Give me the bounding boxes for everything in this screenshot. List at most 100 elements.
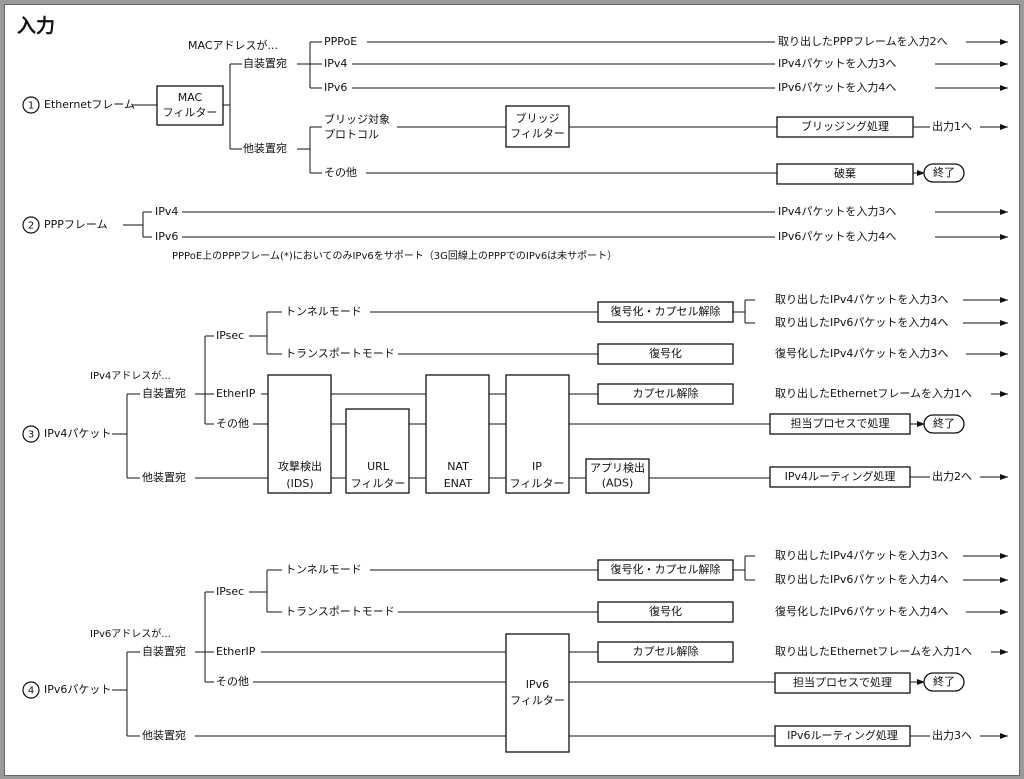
label-note: PPPoE上のPPPフレーム(*)においてのみIPv6をサポート（3G回線上のP…: [172, 249, 617, 262]
decrypt-decap-box-v6: [597, 559, 734, 581]
routing-box-v6: [774, 725, 911, 747]
label-bridge-filter-1: ブリッジ: [516, 111, 560, 125]
ads-box: [585, 458, 650, 494]
label-s3: IPv4パケット: [44, 427, 111, 440]
label-out-t6-3: 取り出したIPv6パケットを入力4へ: [775, 315, 948, 329]
label-dec-3: 復号化: [649, 346, 682, 360]
label-out-tr-3: 復号化したIPv4パケットを入力3へ: [775, 346, 948, 360]
label-decap-4: カプセル解除: [633, 644, 699, 658]
label-s4-addr: IPv6アドレスが...: [90, 627, 171, 640]
label-routing6: IPv6ルーティング処理: [787, 728, 898, 742]
label-decap-dec-4: 復号化・カプセル解除: [611, 562, 721, 576]
label-jisou-4: 自装置宛: [142, 644, 186, 658]
label-sonota-1: その他: [324, 166, 357, 179]
label-transport-4: トランスポートモード: [285, 605, 395, 618]
end-terminal-26: [923, 163, 965, 183]
label-out2: 出力2へ: [932, 469, 972, 483]
label-jisou-3: 自装置宛: [142, 386, 186, 400]
label-ipv6f-1: IPv6: [526, 678, 549, 691]
ids-box: [267, 374, 332, 494]
label-out-pppoe: 取り出したPPPフレームを入力2へ: [778, 34, 948, 48]
label-ipf-2: フィルター: [510, 477, 565, 490]
label-etherip-4: EtherIP: [216, 645, 256, 658]
label-ipv6-a: IPv6: [324, 81, 347, 94]
label-out-t6-4: 取り出したIPv6パケットを入力4へ: [775, 572, 948, 586]
bridging-process-box: [776, 116, 914, 138]
discard-box: [776, 163, 914, 185]
label-tantou-4: 担当プロセスで処理: [793, 675, 892, 689]
label-ids-2: (IDS): [286, 477, 313, 490]
label-s4: IPv6パケット: [44, 683, 111, 696]
label-tasou-4: 他装置宛: [142, 728, 186, 742]
label-url-2: フィルター: [351, 477, 406, 490]
label-transport-3: トランスポートモード: [285, 347, 395, 360]
label-bridge-filter-2: フィルター: [510, 127, 565, 140]
label-bridging: ブリッジング処理: [801, 119, 889, 133]
ip-filter-box: [505, 374, 570, 494]
label-out-t4-3: 取り出したIPv4パケットを入力3へ: [775, 292, 948, 306]
label-ipv4-b: IPv4: [155, 205, 178, 218]
label-decap-3: カプセル解除: [633, 386, 699, 400]
decap-box-v6: [597, 641, 734, 663]
label-jisou-1: 自装置宛: [243, 56, 287, 70]
routing-box-v4: [769, 466, 911, 488]
label-end: 終了: [933, 416, 955, 430]
label-sonota-4: その他: [216, 675, 249, 688]
label-end: 終了: [933, 165, 955, 179]
process-box-v6: [774, 672, 911, 694]
label-tunnel-3: トンネルモード: [285, 305, 362, 318]
label-n3: 3: [28, 430, 34, 441]
section-number-1-circle: [22, 96, 40, 114]
label-sonota-3: その他: [216, 417, 249, 430]
label-ipsec-3: IPsec: [216, 329, 244, 342]
label-bridge-target-2: プロトコル: [324, 128, 379, 141]
label-out-eth-4: 取り出したEthernetフレームを入力1へ: [775, 644, 972, 658]
label-ads-1: アプリ検出: [590, 461, 645, 475]
label-ads-2: (ADS): [602, 477, 634, 490]
section-number-3-circle: [22, 425, 40, 443]
label-out-ipv6-b: IPv6パケットを入力4へ: [778, 230, 896, 243]
label-end: 終了: [933, 674, 955, 688]
decrypt-box-v4: [597, 343, 734, 365]
label-n1: 1: [28, 101, 34, 112]
label-etherip-3: EtherIP: [216, 387, 256, 400]
label-s3-addr: IPv4アドレスが...: [90, 369, 171, 382]
label-haiki: 破棄: [834, 166, 856, 180]
label-bridge-target-1: ブリッジ対象: [324, 112, 390, 126]
label-n2: 2: [28, 221, 34, 232]
label-ipf-1: IP: [532, 460, 542, 473]
label-nat-2: ENAT: [444, 477, 473, 490]
decap-box-v4: [597, 383, 734, 405]
label-ipv6-b: IPv6: [155, 230, 178, 243]
end-terminal-61: [923, 414, 965, 434]
label-s1-mac: MACアドレスが...: [188, 38, 278, 52]
decrypt-decap-box-v4: [597, 301, 734, 323]
label-out-tr-4: 復号化したIPv6パケットを入力4へ: [775, 604, 948, 618]
label-url-1: URL: [367, 460, 390, 473]
label-out3: 出力3へ: [932, 728, 972, 742]
decrypt-box-v6: [597, 601, 734, 623]
label-ipsec-4: IPsec: [216, 585, 244, 598]
label-decap-dec-3: 復号化・カプセル解除: [611, 304, 721, 318]
label-n4: 4: [28, 686, 34, 697]
label-out-ipv4-a: IPv4パケットを入力3へ: [778, 57, 896, 70]
label-s2: PPPフレーム: [44, 218, 108, 231]
diagram-title: 入力: [17, 15, 56, 37]
label-mac-filter-1: MAC: [178, 91, 203, 104]
label-routing4: IPv4ルーティング処理: [785, 469, 896, 483]
label-tantou-3: 担当プロセスで処理: [791, 416, 890, 430]
label-out1: 出力1へ: [932, 119, 972, 133]
nat-box: [425, 374, 490, 494]
label-ipv4-a: IPv4: [324, 57, 347, 70]
label-ipv6f-2: フィルター: [510, 694, 565, 707]
process-box-v4: [769, 413, 911, 435]
bridge-filter-box: [505, 105, 570, 148]
label-mac-filter-2: フィルター: [163, 106, 218, 119]
label-tasou-1: 他装置宛: [243, 141, 287, 155]
label-out-eth-3: 取り出したEthernetフレームを入力1へ: [775, 386, 972, 400]
ipv6-filter-box: [505, 633, 570, 753]
section-number-2-circle: [22, 216, 40, 234]
label-out-ipv4-b: IPv4パケットを入力3へ: [778, 205, 896, 218]
url-filter-box: [345, 408, 410, 494]
